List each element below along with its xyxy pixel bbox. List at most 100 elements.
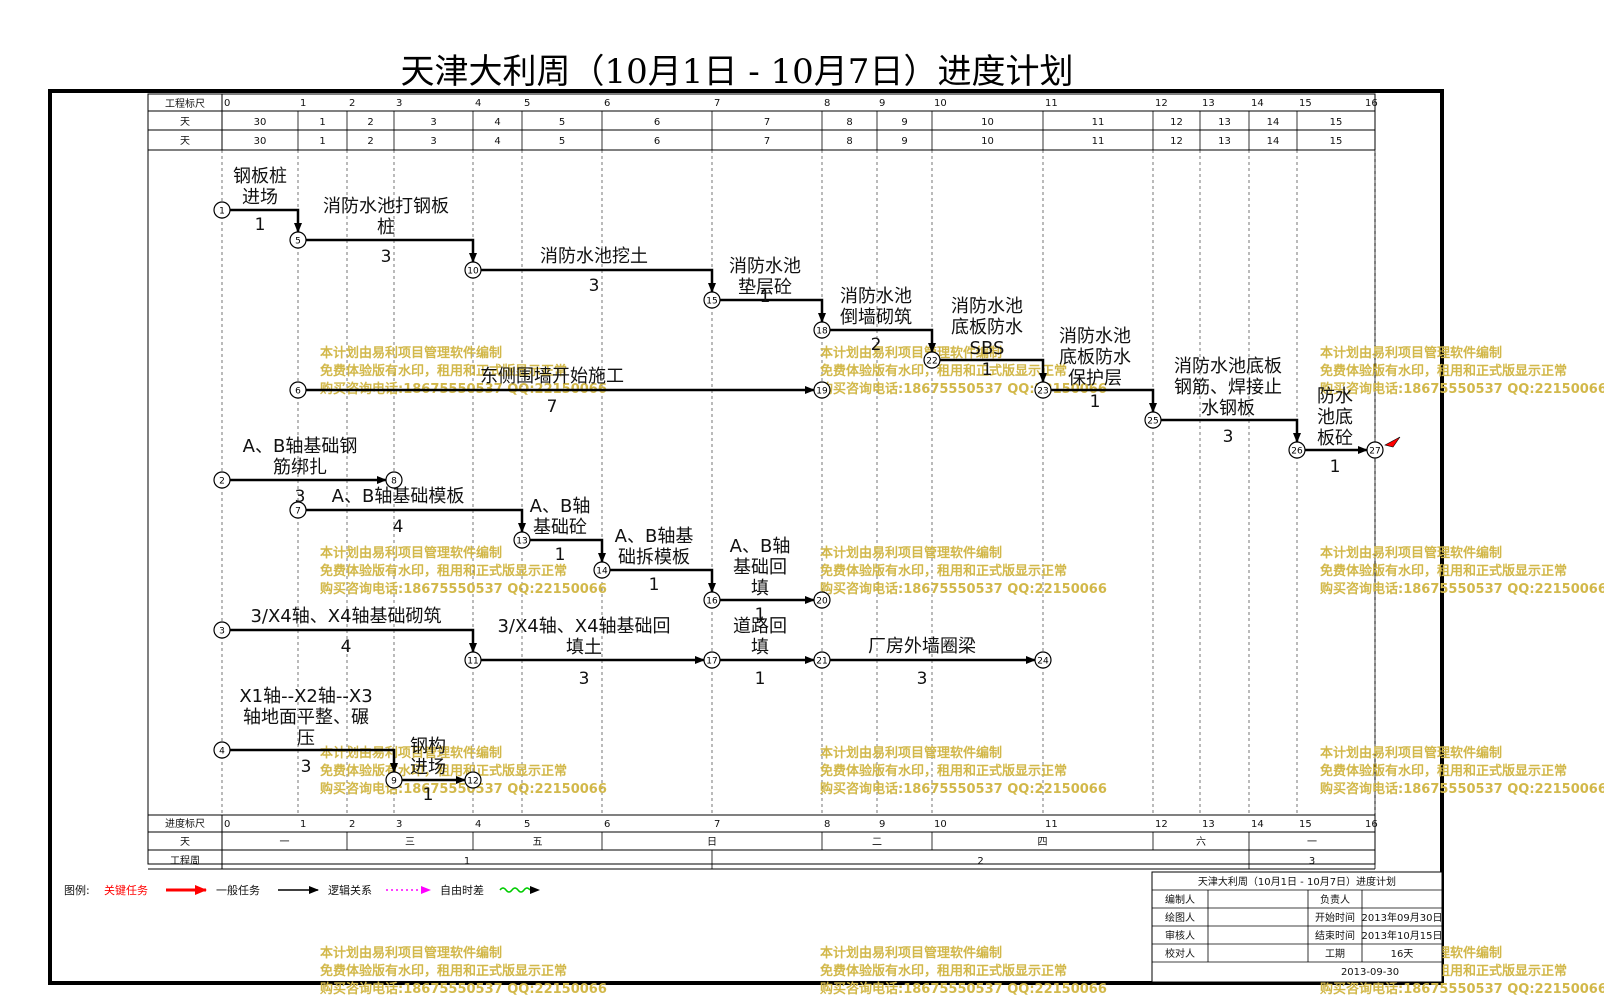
event-node[interactable]: 12 bbox=[464, 771, 482, 789]
day-cell-label: 8 bbox=[846, 117, 852, 128]
event-node[interactable]: 4 bbox=[213, 741, 231, 759]
scale-tick-label: 5 bbox=[524, 98, 530, 109]
task-duration: 7 bbox=[547, 397, 558, 417]
week-label: 2 bbox=[977, 856, 983, 867]
task-name: 轴地面平整、碾 bbox=[243, 707, 369, 728]
weekday-label: 六 bbox=[1196, 836, 1206, 848]
task-name: 础拆模板 bbox=[618, 547, 690, 568]
event-node-number: 22 bbox=[926, 357, 937, 367]
task-duration: 1 bbox=[1330, 457, 1341, 477]
title-block-value: 2013年10月15日 bbox=[1362, 929, 1443, 942]
day-cell-label: 5 bbox=[559, 136, 565, 147]
event-node-circle bbox=[813, 321, 831, 339]
watermark: 本计划由易利项目管理软件编制免费体验版有水印，租用和正式版显示正常购买咨询电话:… bbox=[820, 545, 1107, 597]
event-node-circle bbox=[464, 261, 482, 279]
event-node[interactable]: 27 bbox=[1366, 441, 1384, 459]
footer-tick-label: 15 bbox=[1299, 819, 1312, 830]
event-node[interactable]: 26 bbox=[1288, 441, 1306, 459]
event-node[interactable]: 16 bbox=[703, 591, 721, 609]
legend-normal-label: 一般任务 bbox=[216, 884, 260, 897]
task-name: 保护层 bbox=[1068, 368, 1122, 389]
task-duration: 1 bbox=[1090, 392, 1101, 412]
watermark-line: 购买咨询电话:18675550537 QQ:22150066 bbox=[320, 781, 607, 797]
scale-tick-label: 6 bbox=[604, 98, 610, 109]
task-name: 钢筋、焊接止 bbox=[1174, 377, 1282, 398]
event-node-number: 8 bbox=[391, 477, 397, 487]
task-name: A、B轴基 bbox=[615, 526, 694, 547]
legend-critical-label: 关键任务 bbox=[104, 883, 148, 897]
scale-tick-label: 13 bbox=[1202, 98, 1215, 109]
event-node-circle bbox=[1288, 441, 1306, 459]
watermark: 本计划由易利项目管理软件编制免费体验版有水印，租用和正式版显示正常购买咨询电话:… bbox=[320, 545, 607, 597]
task-duration: 3 bbox=[589, 276, 600, 296]
legend-float-arrowhead bbox=[530, 886, 540, 894]
event-node[interactable]: 18 bbox=[813, 321, 831, 339]
event-node[interactable]: 23 bbox=[1034, 381, 1052, 399]
event-node[interactable]: 7 bbox=[289, 501, 307, 519]
title-block-value: 16天 bbox=[1391, 949, 1414, 960]
event-node[interactable]: 2 bbox=[213, 471, 231, 489]
event-node[interactable]: 5 bbox=[289, 231, 307, 249]
day-cell-label: 7 bbox=[764, 136, 770, 147]
event-node-number: 9 bbox=[391, 777, 397, 787]
event-node[interactable]: 6 bbox=[289, 381, 307, 399]
event-node[interactable]: 22 bbox=[923, 351, 941, 369]
task-duration: 3 bbox=[381, 247, 392, 267]
task-name: 消防水池 bbox=[729, 256, 801, 277]
event-node[interactable]: 14 bbox=[593, 561, 611, 579]
task-duration: 1 bbox=[760, 287, 771, 307]
footer-tick-label: 7 bbox=[714, 819, 720, 830]
event-node-circle bbox=[385, 471, 403, 489]
event-node-circle bbox=[464, 771, 482, 789]
task-duration: 2 bbox=[871, 335, 882, 355]
event-node[interactable]: 21 bbox=[813, 651, 831, 669]
event-node-circle bbox=[289, 231, 307, 249]
footer-tick-label: 3 bbox=[396, 819, 402, 830]
task-name: 钢构 bbox=[410, 736, 446, 757]
day-cell-label: 15 bbox=[1330, 136, 1343, 147]
event-node[interactable]: 20 bbox=[813, 591, 831, 609]
event-node[interactable]: 11 bbox=[464, 651, 482, 669]
event-node[interactable]: 9 bbox=[385, 771, 403, 789]
event-node[interactable]: 3 bbox=[213, 621, 231, 639]
task-name: 3/X4轴、X4轴基础砌筑 bbox=[250, 606, 441, 627]
task-name: 基础砼 bbox=[533, 517, 587, 538]
event-node[interactable]: 1 bbox=[213, 201, 231, 219]
task-duration: 1 bbox=[982, 360, 993, 380]
event-node-circle bbox=[213, 741, 231, 759]
scale-tick-label: 14 bbox=[1251, 98, 1264, 109]
watermark-line: 免费体验版有水印，租用和正式版显示正常 bbox=[820, 363, 1067, 379]
footer-tick-label: 10 bbox=[934, 819, 947, 830]
day-cell-label: 7 bbox=[764, 117, 770, 128]
event-node[interactable]: 8 bbox=[385, 471, 403, 489]
event-node[interactable]: 24 bbox=[1034, 651, 1052, 669]
activity-arrow bbox=[306, 508, 526, 533]
event-node-number: 3 bbox=[219, 627, 225, 637]
event-node[interactable]: 19 bbox=[813, 381, 831, 399]
event-node-circle bbox=[1034, 651, 1052, 669]
event-node[interactable]: 15 bbox=[703, 291, 721, 309]
footer-tick-label: 8 bbox=[824, 819, 830, 830]
event-node-number: 5 bbox=[295, 237, 301, 247]
footer-tick-label: 1 bbox=[300, 819, 306, 830]
event-node[interactable]: 17 bbox=[703, 651, 721, 669]
task-duration: 1 bbox=[755, 605, 766, 625]
task-name: A、B轴基础模板 bbox=[332, 486, 465, 507]
task-name: 钢板桩 bbox=[233, 166, 287, 187]
task-duration: 3 bbox=[295, 487, 306, 507]
event-node[interactable]: 10 bbox=[464, 261, 482, 279]
activity-arrow bbox=[230, 748, 398, 773]
watermark-line: 购买咨询电话:18675550537 QQ:22150066 bbox=[1320, 981, 1604, 997]
event-node[interactable]: 25 bbox=[1144, 411, 1162, 429]
scale-tick-label: 1 bbox=[300, 98, 306, 109]
event-node[interactable]: 13 bbox=[513, 531, 531, 549]
event-node-number: 23 bbox=[1037, 387, 1048, 397]
activity-arrow bbox=[1161, 418, 1301, 443]
title-block-label: 编制人 bbox=[1165, 893, 1195, 906]
scale-tick-label: 11 bbox=[1045, 98, 1058, 109]
